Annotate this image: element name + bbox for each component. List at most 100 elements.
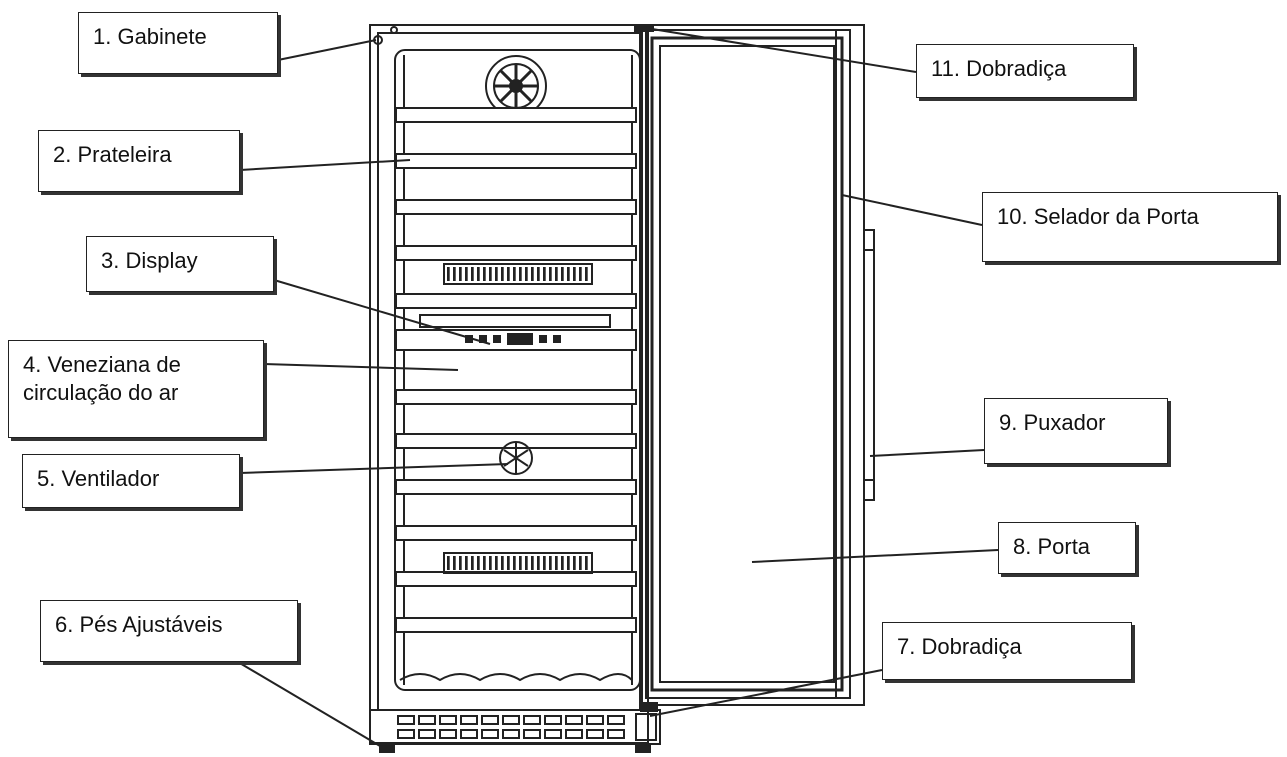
base-slot: [544, 715, 562, 725]
shelf: [395, 389, 637, 405]
base-slot: [523, 715, 541, 725]
label-display: 3. Display: [86, 236, 274, 292]
leader-gabinete: [277, 39, 377, 61]
vent-grille-lower: [443, 552, 593, 574]
base-slot: [418, 729, 436, 739]
leader-prateleira: [239, 159, 411, 171]
grille-bar: [447, 556, 450, 570]
shelf: [395, 525, 637, 541]
base-slot: [565, 729, 583, 739]
grille-bar: [489, 267, 492, 281]
grille-bar: [579, 556, 582, 570]
adjustable-foot: [379, 743, 395, 753]
shelf: [395, 153, 637, 169]
base-slot: [481, 715, 499, 725]
display-panel: [395, 314, 637, 351]
grille-bar: [453, 556, 456, 570]
label-dobradica-inferior: 7. Dobradiça: [882, 622, 1132, 680]
leader-dobradica-inferior: [649, 669, 883, 717]
grille-bar: [555, 556, 558, 570]
grille-bar: [447, 267, 450, 281]
base-slot: [523, 729, 541, 739]
base-slot: [586, 715, 604, 725]
label-gabinete: 1. Gabinete: [78, 12, 278, 74]
grille-bar: [573, 267, 576, 281]
base-slot: [565, 715, 583, 725]
grille-bar: [495, 556, 498, 570]
grille-bar: [531, 556, 534, 570]
lower-fan-icon: [499, 441, 533, 475]
base-slot: [439, 729, 457, 739]
door: [641, 24, 865, 706]
leader-pes: [237, 661, 381, 747]
grille-bar: [465, 267, 468, 281]
grille-bar: [501, 556, 504, 570]
grille-bar: [579, 267, 582, 281]
grille-bar: [465, 556, 468, 570]
label-pes: 6. Pés Ajustáveis: [40, 600, 298, 662]
grille-bar: [459, 267, 462, 281]
base-slot: [607, 729, 625, 739]
adjustable-foot: [635, 743, 651, 753]
grille-bar: [519, 267, 522, 281]
label-ventilador: 5. Ventilador: [22, 454, 240, 508]
leader-dobradica-superior: [645, 27, 917, 73]
grille-bar: [483, 267, 486, 281]
leader-selador: [841, 194, 983, 226]
cabinet-outline: [369, 24, 649, 744]
grille-bar: [489, 556, 492, 570]
base-slot: [460, 729, 478, 739]
grille-bar: [567, 556, 570, 570]
base-slot: [418, 715, 436, 725]
cabinet-interior: [394, 49, 641, 691]
grille-bar: [543, 267, 546, 281]
label-veneziana-line-1: 4. Veneziana de: [23, 352, 181, 377]
grille-bar: [507, 267, 510, 281]
grille-bar: [585, 556, 588, 570]
vent-grille-upper: [443, 263, 593, 285]
grille-bar: [471, 267, 474, 281]
grille-bar: [477, 556, 480, 570]
grille-bar: [513, 556, 516, 570]
grille-bar: [525, 556, 528, 570]
shelf: [395, 479, 637, 495]
grille-bar: [525, 267, 528, 281]
cabinet-inner-frame: [377, 32, 641, 711]
grille-bar: [585, 267, 588, 281]
base-slot: [586, 729, 604, 739]
shelf: [395, 245, 637, 261]
grille-bar: [519, 556, 522, 570]
shelf: [395, 199, 637, 215]
leader-ventilador: [239, 463, 509, 474]
leader-porta: [751, 549, 999, 563]
grille-bar: [567, 267, 570, 281]
base-grille: [369, 709, 661, 753]
leader-puxador: [869, 449, 985, 457]
grille-bar: [513, 267, 516, 281]
label-puxador: 9. Puxador: [984, 398, 1168, 464]
top-hinge: [634, 24, 654, 32]
grille-bar: [537, 556, 540, 570]
label-veneziana: 4. Veneziana de circulação do ar: [8, 340, 264, 438]
shelf: [395, 571, 637, 587]
base-slot: [502, 715, 520, 725]
label-selador: 10. Selador da Porta: [982, 192, 1278, 262]
shelf: [395, 617, 637, 633]
leader-veneziana: [263, 363, 459, 371]
grille-bar: [561, 556, 564, 570]
grille-bar: [543, 556, 546, 570]
grille-bar: [507, 556, 510, 570]
grille-bar: [549, 556, 552, 570]
bottom-hinge: [640, 702, 658, 712]
grille-bar: [537, 267, 540, 281]
base-slot: [481, 729, 499, 739]
base-slot: [439, 715, 457, 725]
grille-bar: [561, 267, 564, 281]
label-veneziana-line-2: circulação do ar: [23, 380, 179, 405]
base-slot: [460, 715, 478, 725]
label-dobradica-superior: 11. Dobradiça: [916, 44, 1134, 98]
base-slot: [502, 729, 520, 739]
grille-bar: [501, 267, 504, 281]
grille-bar: [495, 267, 498, 281]
